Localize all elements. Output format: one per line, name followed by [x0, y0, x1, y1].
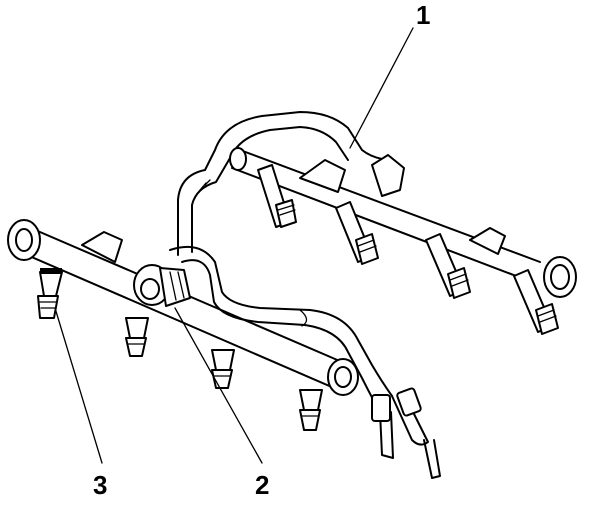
injector — [335, 201, 379, 265]
callout-labels: 1 2 3 — [93, 0, 430, 500]
fuel-lines — [169, 111, 441, 479]
callout-1: 1 — [416, 0, 430, 30]
injector — [125, 317, 149, 357]
injector — [257, 164, 297, 228]
leader-2 — [174, 307, 263, 464]
injector — [425, 233, 471, 299]
injector — [211, 349, 235, 389]
callout-leaders — [54, 27, 414, 464]
fuel-pressure-regulator — [133, 264, 191, 307]
rear-fuel-rail — [229, 147, 577, 298]
injector — [299, 389, 323, 431]
leader-3 — [54, 307, 103, 464]
injector — [37, 268, 63, 319]
injector — [513, 269, 559, 335]
callout-3: 3 — [93, 470, 107, 500]
front-injectors — [37, 268, 323, 431]
leader-1 — [349, 27, 414, 149]
rear-injectors — [257, 164, 559, 335]
callout-2: 2 — [255, 470, 269, 500]
